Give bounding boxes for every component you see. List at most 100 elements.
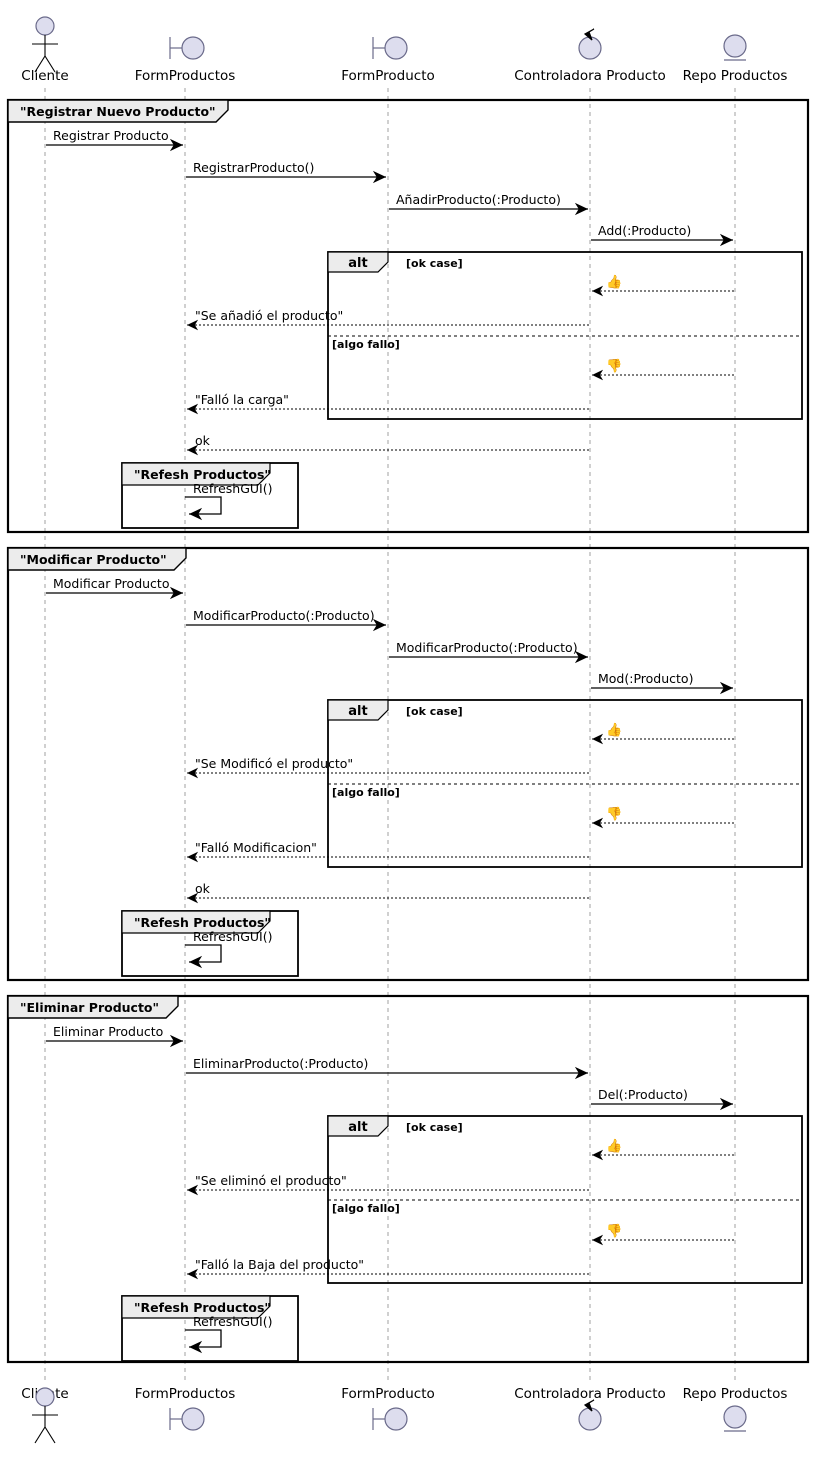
message-label-m4: Add(:Producto) — [598, 223, 691, 238]
message-b2: "Se Modificó el producto" — [187, 756, 589, 779]
thumbs-down-icon: 👎 — [606, 358, 622, 374]
message-m5: ok — [187, 433, 589, 456]
message-p1: Eliminar Producto — [46, 1024, 183, 1048]
message-label-m3: AñadirProducto(:Producto) — [396, 192, 561, 207]
boundary-icon-formproducto-head — [372, 36, 408, 60]
frame-refresh-2: "Refesh Productos" — [121, 910, 299, 977]
message-m1: Registrar Producto — [46, 128, 183, 152]
message-label-n5: ok — [195, 881, 211, 896]
message-label-p1: Eliminar Producto — [53, 1024, 163, 1039]
message-label-p2: EliminarProducto(:Producto) — [193, 1056, 368, 1071]
frame-label: "Eliminar Producto" — [20, 1000, 159, 1015]
message-label-p3: Del(:Producto) — [598, 1087, 688, 1102]
frame-frame-registrar: "Registrar Nuevo Producto" — [6, 98, 810, 534]
entity-icon-repo-foot — [723, 1405, 747, 1432]
frame-frame-eliminar: "Eliminar Producto" — [6, 994, 810, 1364]
self-message-refresh-1: RefreshGUI() — [185, 481, 272, 521]
self-message-refresh-3: RefreshGUI() — [185, 1314, 272, 1354]
alt-keyword: alt — [348, 256, 367, 271]
message-label-c4: "Falló la Baja del producto" — [195, 1257, 364, 1272]
message-p2: EliminarProducto(:Producto) — [186, 1056, 588, 1080]
message-b4: "Falló Modificacion" — [187, 840, 589, 863]
actor-icon-cliente-head — [32, 16, 58, 73]
message-label-a2: "Se añadió el producto" — [195, 308, 343, 323]
thumbs-up-icon: 👍 — [606, 274, 622, 290]
participant-label-cliente-head: Cliente — [21, 68, 68, 84]
frame-refresh-1: "Refesh Productos" — [121, 462, 299, 529]
message-a1: 👍 — [592, 274, 734, 297]
frame-label: "Refesh Productos" — [134, 1300, 271, 1315]
message-m2: RegistrarProducto() — [186, 160, 386, 184]
participant-label-formproducto-head: FormProducto — [341, 68, 435, 84]
alt-keyword: alt — [348, 1120, 367, 1135]
alt-guard-1: [algo fallo] — [332, 786, 400, 799]
message-label-n2: ModificarProducto(:Producto) — [193, 608, 375, 623]
frame-label: "Registrar Nuevo Producto" — [20, 104, 216, 119]
participant-label-controladora-head: Controladora Producto — [514, 68, 666, 84]
message-c1: 👍 — [592, 1138, 734, 1161]
actor-icon-cliente-foot — [32, 1387, 58, 1444]
message-label-m2: RegistrarProducto() — [193, 160, 314, 175]
self-message-label-refresh-2: RefreshGUI() — [193, 929, 272, 944]
message-label-n3: ModificarProducto(:Producto) — [396, 640, 578, 655]
frames-layer: "Registrar Nuevo Producto" alt [ok case] [a… — [6, 98, 810, 1364]
message-label-b2: "Se Modificó el producto" — [195, 756, 353, 771]
frame-refresh-3: "Refesh Productos" — [121, 1295, 299, 1362]
thumbs-up-icon: 👍 — [606, 1138, 622, 1154]
message-a4: "Falló la carga" — [187, 392, 589, 415]
alt-fragment-frame-registrar: alt[ok case][algo fallo] — [327, 251, 803, 420]
alt-guard-0: [ok case] — [406, 1121, 463, 1134]
alt-guard-0: [ok case] — [406, 257, 463, 270]
frame-frame-modificar: "Modificar Producto" — [6, 546, 810, 982]
thumbs-up-icon: 👍 — [606, 722, 622, 738]
message-c4: "Falló la Baja del producto" — [187, 1257, 589, 1280]
alt-fragment-frame-eliminar: alt [ok case] [algo fallo] — [327, 1115, 803, 1284]
boundary-icon-formproductos-foot — [169, 1407, 205, 1431]
message-c3: 👎 — [592, 1223, 734, 1246]
self-message-label-refresh-3: RefreshGUI() — [193, 1314, 272, 1329]
participant-label-repo-head: Repo Productos — [683, 68, 788, 84]
frame-label: "Refesh Productos" — [134, 467, 271, 482]
frame-label: "Modificar Producto" — [20, 552, 167, 567]
alt-guard-0: [ok case] — [406, 705, 463, 718]
message-a2: "Se añadió el producto" — [187, 308, 589, 331]
thumbs-down-icon: 👎 — [606, 806, 622, 822]
message-label-m5: ok — [195, 433, 211, 448]
message-m3: AñadirProducto(:Producto) — [389, 192, 588, 216]
participant-label-controladora-foot: Controladora Producto — [514, 1386, 666, 1402]
alt-guard-1: [algo fallo] — [332, 1202, 400, 1215]
boundary-icon-formproductos-head — [169, 36, 205, 60]
message-n2: ModificarProducto(:Producto) — [186, 608, 386, 632]
participants-layer: ClienteClienteFormProductosFormProductos… — [21, 16, 788, 1444]
lifelines-layer — [44, 88, 736, 1382]
message-b1: 👍 — [592, 722, 734, 745]
message-label-c2: "Se eliminó el producto" — [195, 1173, 347, 1188]
frame-label: "Refesh Productos" — [134, 915, 271, 930]
message-n5: ok — [187, 881, 589, 904]
control-icon-controladora-head — [578, 28, 602, 60]
boundary-icon-formproducto-foot — [372, 1407, 408, 1431]
control-icon-controladora-foot — [578, 1399, 602, 1431]
participant-label-repo-foot: Repo Productos — [683, 1386, 788, 1402]
self-message-label-refresh-1: RefreshGUI() — [193, 481, 272, 496]
participant-label-formproducto-foot: FormProducto — [341, 1386, 435, 1402]
message-p3: Del(:Producto) — [591, 1087, 733, 1111]
message-label-m1: Registrar Producto — [53, 128, 169, 143]
thumbs-down-icon: 👎 — [606, 1223, 622, 1239]
entity-icon-repo-head — [723, 34, 747, 61]
message-label-a4: "Falló la carga" — [195, 392, 289, 407]
message-b3: 👎 — [592, 806, 734, 829]
message-n1: Modificar Producto — [46, 576, 183, 600]
message-label-n4: Mod(:Producto) — [598, 671, 693, 686]
participant-label-formproductos-head: FormProductos — [135, 68, 236, 84]
alt-keyword: alt — [348, 704, 367, 719]
message-a3: 👎 — [592, 358, 734, 381]
self-message-refresh-2: RefreshGUI() — [185, 929, 272, 969]
message-c2: "Se eliminó el producto" — [187, 1173, 589, 1196]
message-label-b4: "Falló Modificacion" — [195, 840, 317, 855]
participant-label-formproductos-foot: FormProductos — [135, 1386, 236, 1402]
message-m4: Add(:Producto) — [591, 223, 733, 247]
